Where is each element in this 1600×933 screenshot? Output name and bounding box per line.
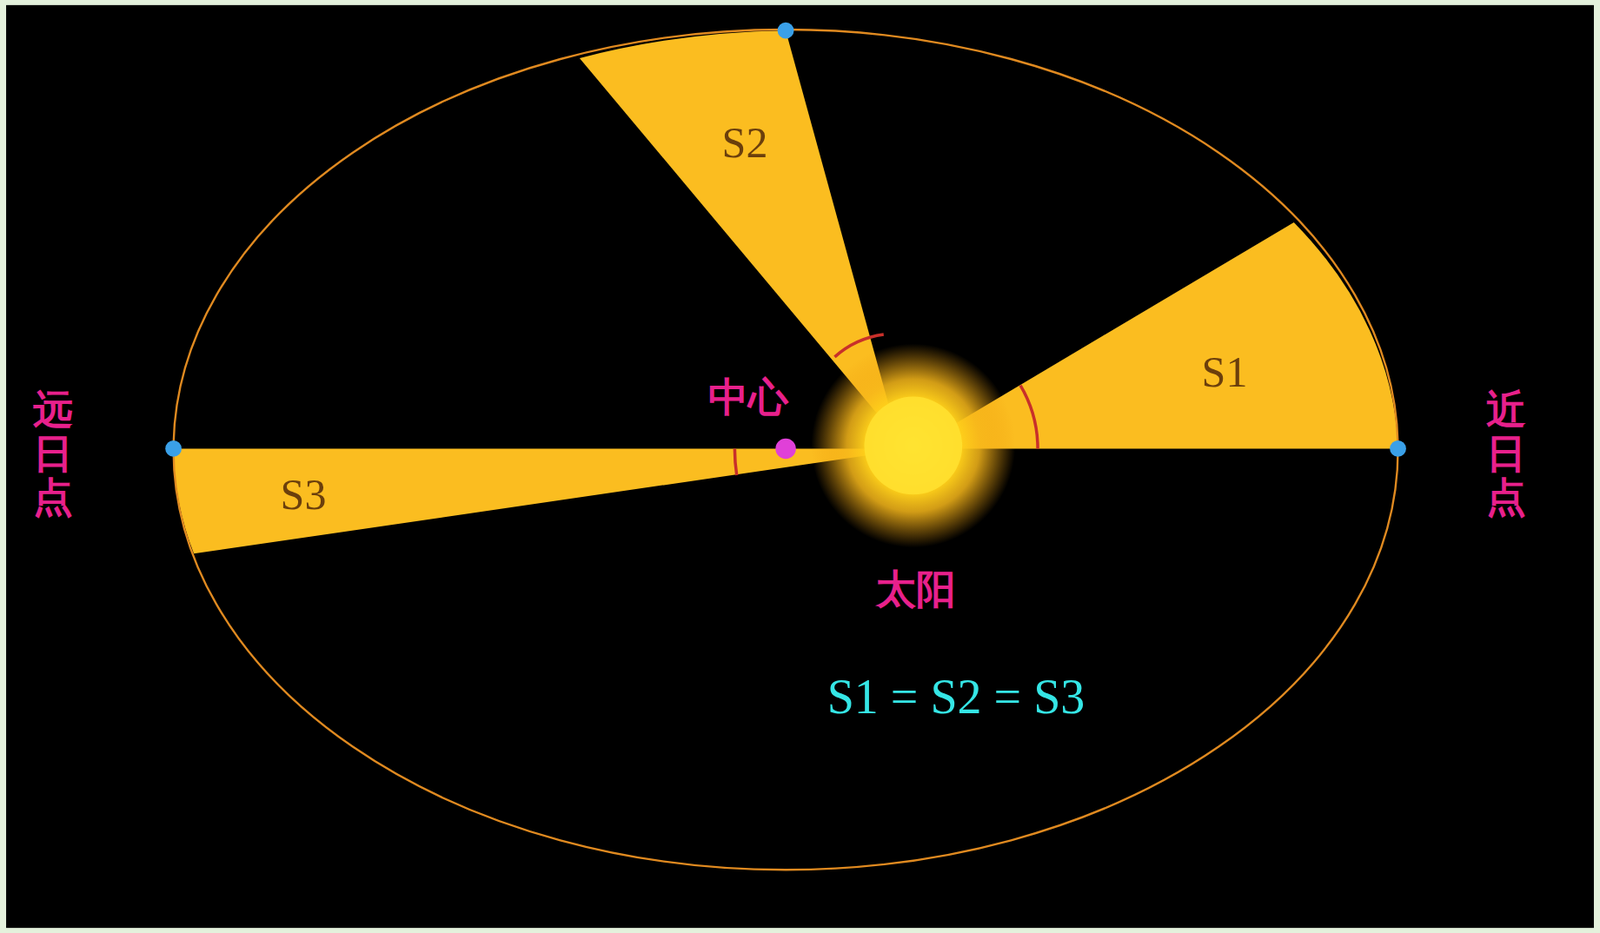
center-label: 中心 xyxy=(708,371,789,425)
angle-arc xyxy=(1020,385,1038,450)
sector-s3 xyxy=(173,448,914,554)
area-label: S2 xyxy=(722,117,769,168)
orbit-point xyxy=(1389,440,1407,458)
area-label: S3 xyxy=(280,469,327,520)
orbit-ellipse xyxy=(173,29,1399,870)
equation-label: S1 = S2 = S3 xyxy=(827,669,1086,725)
orbit-point xyxy=(165,440,182,458)
sun-label: 太阳 xyxy=(876,563,957,618)
sun-glow xyxy=(810,344,1016,549)
sun-disc xyxy=(863,397,963,496)
perihelion-label: 近日点 xyxy=(1486,387,1527,520)
space-ground xyxy=(6,5,1594,929)
orbit-point xyxy=(777,22,795,40)
angle-arc xyxy=(734,448,737,476)
area-label: S1 xyxy=(1201,346,1249,398)
center-dot xyxy=(775,438,796,459)
aphelion-label: 远日点 xyxy=(33,387,74,520)
